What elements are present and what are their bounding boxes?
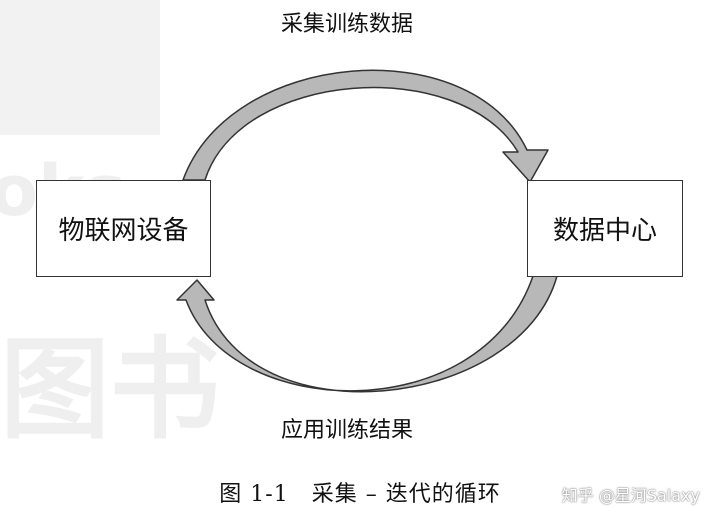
data-center-box: 数据中心 — [527, 180, 683, 277]
bottom-arrow — [176, 275, 558, 393]
watermark-text-books: 图书 — [0, 326, 220, 454]
top-arrow — [182, 69, 549, 183]
data-center-label: 数据中心 — [552, 216, 657, 246]
watermark-block — [0, 0, 160, 135]
iot-device-box: 物联网设备 — [36, 180, 211, 277]
source-credit: 知乎 @星河Salaxy — [561, 486, 700, 505]
bottom-arrow-label: 应用训练结果 — [281, 418, 414, 443]
top-arrow-label: 采集训练数据 — [281, 12, 414, 37]
iot-device-label: 物联网设备 — [58, 216, 189, 246]
figure-caption: 图 1-1 采集 – 迭代的循环 — [219, 482, 501, 507]
